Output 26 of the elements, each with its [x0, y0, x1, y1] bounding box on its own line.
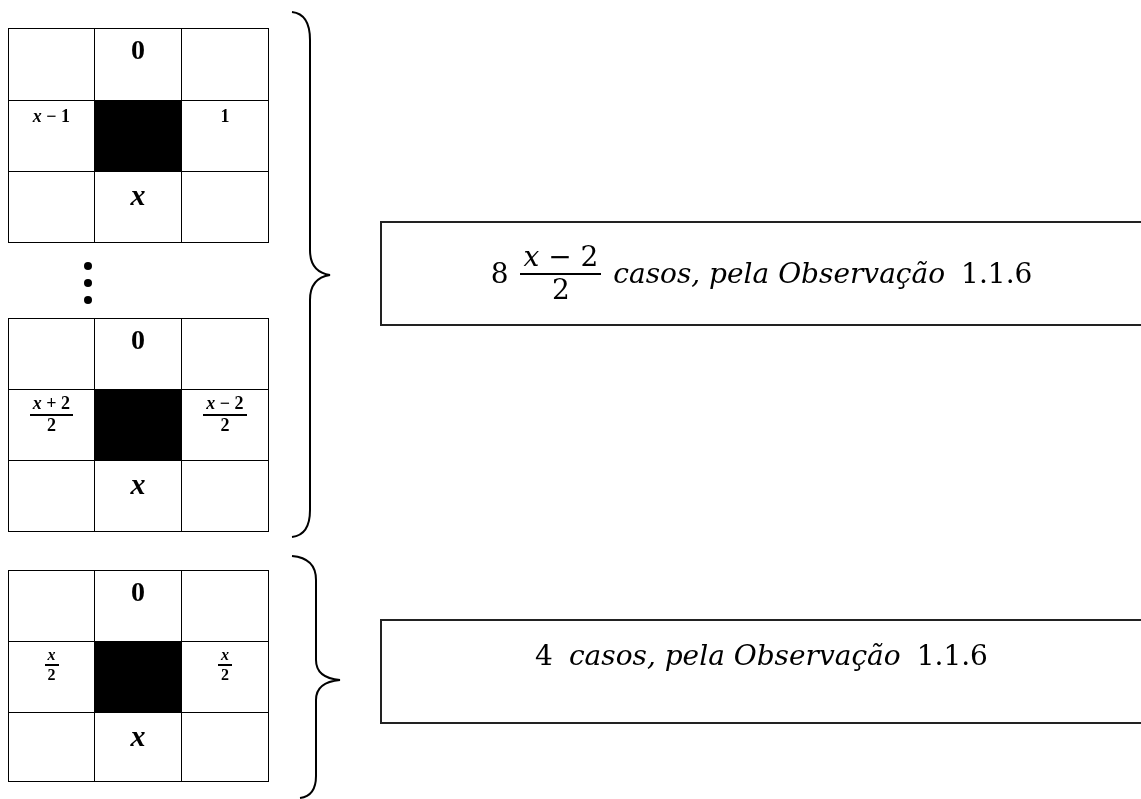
fraction-numerator: x	[218, 646, 232, 666]
math-text: casos, pela Observação	[613, 257, 946, 290]
fraction-denominator: 2	[47, 665, 56, 684]
math-text: 1.1.6	[961, 257, 1033, 290]
text-box	[380, 619, 1141, 724]
fraction-denominator: 2	[220, 415, 230, 436]
math-text: x − 1	[32, 107, 71, 127]
fraction-numerator: x	[44, 646, 59, 666]
math-text: casos, pela Observação	[568, 639, 901, 672]
math-text: 0	[131, 35, 145, 66]
math-text: x	[130, 719, 146, 752]
fraction-numerator: x − 2	[520, 241, 602, 275]
fraction-numerator: x + 2	[29, 394, 74, 416]
fraction-denominator: 2	[221, 665, 229, 684]
math-text: 0	[131, 325, 145, 356]
math-text: x	[130, 467, 146, 500]
math-text: 1	[220, 107, 230, 127]
math-text: 8	[490, 257, 509, 290]
fraction-denominator: 2	[552, 274, 570, 306]
math-text: x	[130, 178, 146, 211]
text-box	[380, 221, 1141, 326]
math-text: 0	[131, 577, 145, 608]
math-text: 1.1.6	[916, 639, 988, 672]
fraction-numerator: x − 2	[203, 394, 247, 416]
math-text: 4	[535, 639, 553, 672]
fraction-denominator: 2	[47, 415, 56, 436]
